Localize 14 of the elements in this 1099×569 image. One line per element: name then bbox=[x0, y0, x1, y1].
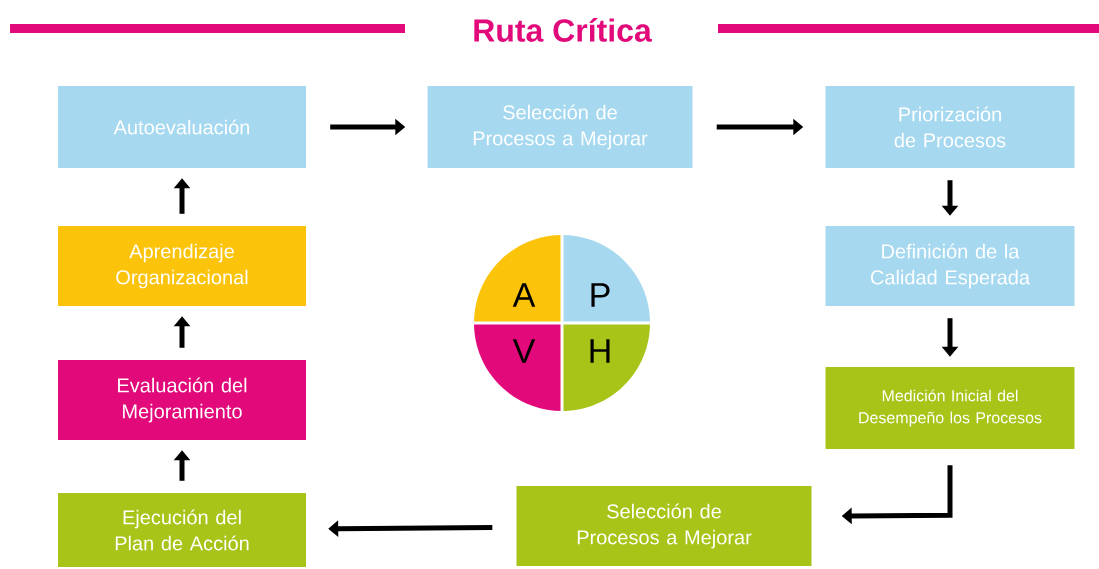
quadrant-letter: H bbox=[590, 339, 610, 363]
process-box: Medición Inicial del Desempeño los Procesos bbox=[825, 367, 1075, 449]
process-box: Selección de Procesos a Mejorar bbox=[516, 486, 812, 566]
process-box: Selección de Procesos a Mejorar bbox=[427, 86, 693, 168]
process-box: Autoevaluación bbox=[58, 86, 306, 168]
process-box: Priorización de Procesos bbox=[825, 86, 1075, 168]
process-box: Evaluación del Mejoramiento bbox=[58, 360, 306, 440]
process-box: Aprendizaje Organizacional bbox=[58, 226, 306, 306]
quadrant-letter: V bbox=[512, 339, 536, 363]
quadrant-letter: P bbox=[591, 283, 610, 307]
title: Ruta Crítica bbox=[474, 18, 652, 42]
process-box: Ejecución del Plan de Acción bbox=[58, 493, 306, 567]
quadrant-letter: A bbox=[512, 283, 536, 307]
process-box: Definición de la Calidad Esperada bbox=[825, 226, 1075, 306]
